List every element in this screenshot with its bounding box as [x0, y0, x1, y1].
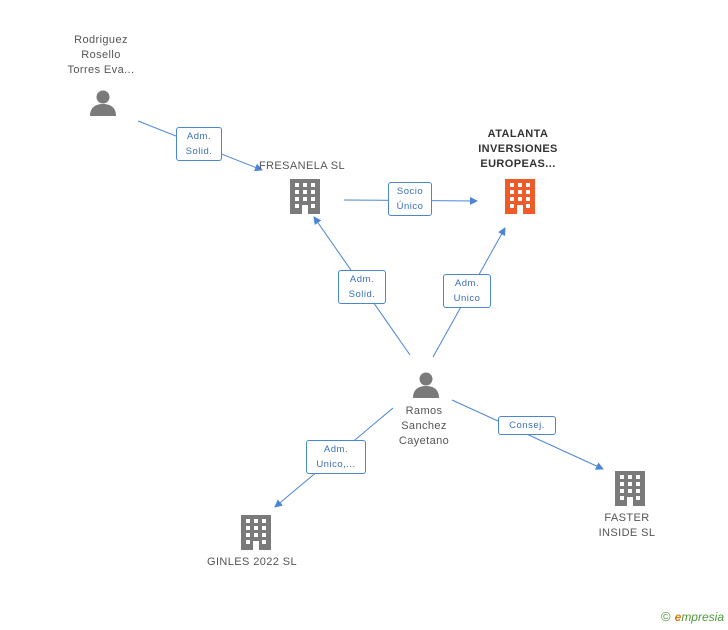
- relation-label-line: Socio: [396, 186, 424, 197]
- relation-label-line: Adm.: [186, 131, 212, 142]
- building-icon[interactable]: [241, 515, 271, 550]
- node-label-fresanela[interactable]: FRESANELA SL: [240, 159, 364, 174]
- relation-label-line: Único: [396, 201, 424, 212]
- person-icon[interactable]: [411, 370, 441, 400]
- node-label-rodriguez[interactable]: Rodriguez Rosello Torres Eva...: [42, 33, 160, 78]
- relation-label-line: Unico,...: [316, 459, 356, 470]
- node-label-atalanta[interactable]: ATALANTA INVERSIONES EUROPEAS...: [460, 127, 576, 172]
- node-label-line: FASTER: [604, 512, 650, 524]
- node-label-line: EUROPEAS...: [480, 158, 556, 170]
- building-icon[interactable]: [615, 471, 645, 506]
- relation-label-line: Solid.: [185, 146, 213, 157]
- node-label-line: Rosello: [81, 49, 121, 61]
- relation-label-line: Unico: [453, 293, 481, 304]
- node-label-line: ATALANTA: [487, 128, 549, 140]
- node-label-line: FRESANELA SL: [258, 160, 346, 172]
- node-label-line: Cayetano: [398, 435, 450, 447]
- relation-label-ramos-fresanela[interactable]: Adm. Solid.: [338, 270, 386, 304]
- relation-label-ramos-faster[interactable]: Consej.: [498, 416, 556, 435]
- relation-label-ramos-atalanta[interactable]: Adm. Unico: [443, 274, 491, 308]
- node-label-faster[interactable]: FASTER INSIDE SL: [580, 511, 674, 541]
- relation-label-line: Adm.: [454, 278, 480, 289]
- person-icon[interactable]: [88, 88, 118, 118]
- node-label-line: Rodriguez: [74, 34, 128, 46]
- brand-logo: ©empresia: [661, 609, 724, 624]
- node-label-line: INSIDE SL: [598, 527, 656, 539]
- node-label-line: Torres Eva...: [67, 64, 135, 76]
- brand-name: mpresia: [681, 610, 724, 624]
- relation-label-fresanela-atalanta[interactable]: Socio Único: [388, 182, 432, 216]
- relation-label-line: Adm.: [323, 444, 349, 455]
- node-label-ginles[interactable]: GINLES 2022 SL: [190, 555, 314, 570]
- relation-label-line: Adm.: [349, 274, 375, 285]
- node-label-line: GINLES 2022 SL: [207, 556, 297, 568]
- brand-initial: e: [674, 610, 682, 624]
- node-label-line: INVERSIONES: [478, 143, 558, 155]
- relation-label-rodriguez-fresanela[interactable]: Adm. Solid.: [176, 127, 222, 161]
- node-label-line: Sanchez: [401, 420, 447, 432]
- node-label-line: Ramos: [405, 405, 443, 417]
- relation-label-line: Consej.: [509, 420, 545, 431]
- node-label-ramos[interactable]: Ramos Sanchez Cayetano: [368, 404, 480, 449]
- relation-label-ramos-ginles[interactable]: Adm. Unico,...: [306, 440, 366, 474]
- building-icon[interactable]: [505, 179, 535, 214]
- building-icon[interactable]: [290, 179, 320, 214]
- relation-label-line: Solid.: [348, 289, 376, 300]
- copyright-icon: ©: [661, 609, 671, 624]
